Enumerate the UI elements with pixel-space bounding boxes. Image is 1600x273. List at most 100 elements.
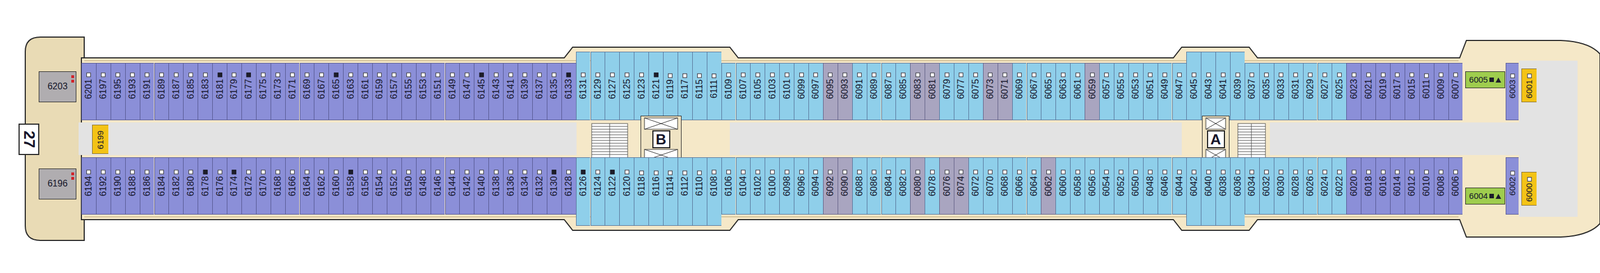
cabin-box: 6083 [910, 62, 925, 121]
cabin-box: 6146 [430, 157, 446, 215]
cabin-symbol [363, 72, 368, 78]
cabin-box: 6112 [677, 157, 693, 226]
cabin-symbol [901, 72, 906, 78]
cabin-symbol [1090, 170, 1095, 175]
cabin-symbol [726, 72, 731, 78]
stairs [591, 123, 628, 159]
cabin-box: 6089 [866, 62, 882, 121]
cabin-box: 6086 [866, 157, 882, 215]
cabin-box: 6157 [386, 62, 402, 121]
label-holder: 6027 [1319, 72, 1330, 100]
cabin-symbol [886, 72, 891, 78]
cabin-number: 6044 [1174, 176, 1185, 197]
cabin-box: 6183 [197, 62, 213, 121]
cabin-box: 6092 [823, 157, 838, 215]
cabin-number: 6186 [142, 176, 153, 197]
cabin-symbol [1046, 72, 1051, 78]
cabin-symbol [551, 72, 557, 78]
elevator-car [1205, 117, 1226, 130]
cabin-box: 6018 [1360, 157, 1376, 215]
cabin-box: 6114 [663, 157, 678, 226]
cabin-symbol [1395, 170, 1400, 175]
label-holder: 6170 [258, 170, 269, 197]
cabin-box: 6019 [1375, 62, 1391, 121]
cabin-number: 6117 [679, 79, 690, 99]
label-holder: 6196 [39, 168, 76, 199]
cabin-number: 6166 [287, 176, 298, 197]
label-holder: 6042 [1189, 170, 1200, 197]
stairs [1237, 123, 1266, 159]
cabin-symbol [144, 72, 150, 78]
cabin-number: 6108 [709, 176, 720, 197]
label-holder: 6083 [912, 72, 923, 100]
cabin-symbol [1395, 72, 1400, 78]
cabin-number: 6114 [665, 176, 676, 196]
cabin-number: 6036 [1232, 176, 1243, 197]
cabin-number: 6167 [316, 79, 327, 100]
cabin-box: 6185 [183, 62, 198, 121]
corridor [1269, 122, 1522, 155]
cabin-number: 6030 [1276, 176, 1287, 197]
cabin-number: 6009 [1436, 79, 1447, 100]
label-holder: 6045 [1189, 72, 1200, 100]
cabin-symbol [1453, 170, 1458, 175]
cabin-box: 6059 [1084, 62, 1100, 121]
cabin-box: 6159 [372, 62, 387, 121]
elevator-letter: A [1210, 130, 1222, 148]
cabin-box: 6122 [604, 157, 620, 226]
cabin-number: 6176 [214, 176, 225, 197]
cabin-symbol [1002, 170, 1008, 175]
cabin-number: 6156 [359, 176, 370, 197]
cabin-number: 6107 [738, 79, 749, 100]
label-holder: 6157 [389, 72, 400, 100]
cabin-number: 6183 [199, 79, 210, 100]
label-holder: 6106 [723, 170, 734, 197]
cabin-number: 6033 [1276, 79, 1287, 100]
cabin-number: 6015 [1406, 79, 1417, 100]
cabin-symbol [1495, 77, 1502, 83]
cabin-number: 6020 [1349, 176, 1360, 197]
label-holder: 6046 [1159, 170, 1170, 197]
cabin-box: 6151 [430, 62, 446, 121]
cabin-number: 6077 [956, 79, 967, 100]
cabin-number: 6078 [926, 176, 937, 197]
cabin-box: 6037 [1244, 62, 1260, 121]
cabin-symbol [697, 170, 702, 175]
label-holder: 6129 [592, 72, 603, 100]
cabin-symbol [755, 72, 761, 78]
cabin-box: 6021 [1360, 62, 1376, 121]
cabin-number: 6031 [1290, 79, 1301, 100]
label-holder: 6004 [1465, 188, 1505, 204]
cabin-number: 6102 [752, 176, 763, 197]
cabin-box: 6016 [1375, 157, 1391, 215]
cabin-box: 6067 [1026, 62, 1042, 121]
cabin-box: 6027 [1317, 62, 1333, 121]
cabin-symbol [1031, 170, 1037, 175]
cabin-number: 6182 [171, 176, 182, 197]
cabin-number: 6091 [854, 79, 865, 100]
label-holder: 6064 [1029, 170, 1040, 197]
red-marker [71, 75, 75, 79]
label-holder: 6024 [1319, 170, 1330, 197]
label-holder: 6039 [1232, 72, 1243, 100]
cabin-number: 6175 [258, 79, 269, 100]
label-holder: 6172 [243, 170, 254, 197]
label-holder: 6150 [403, 170, 414, 197]
cabin-symbol [581, 170, 586, 175]
label-holder: 6185 [185, 72, 196, 100]
label-holder: 6126 [578, 170, 589, 197]
cabin-box: 6119 [663, 51, 678, 121]
cabin-number: 6150 [403, 176, 414, 197]
label-holder: 6032 [1261, 170, 1272, 197]
cabin-symbol [319, 72, 324, 78]
cabin-box: 6139 [517, 62, 533, 121]
cabin-number: 6124 [592, 176, 603, 197]
cabin-symbol [610, 170, 615, 175]
cabin-box: 6012 [1404, 157, 1420, 215]
label-holder: 6136 [505, 170, 516, 197]
corridor [729, 122, 1182, 155]
cabin-number: 6089 [869, 79, 880, 100]
cabin-box: 6066 [1012, 157, 1027, 215]
cabin-number: 6014 [1392, 176, 1403, 197]
cabin-number: 6118 [636, 176, 647, 196]
